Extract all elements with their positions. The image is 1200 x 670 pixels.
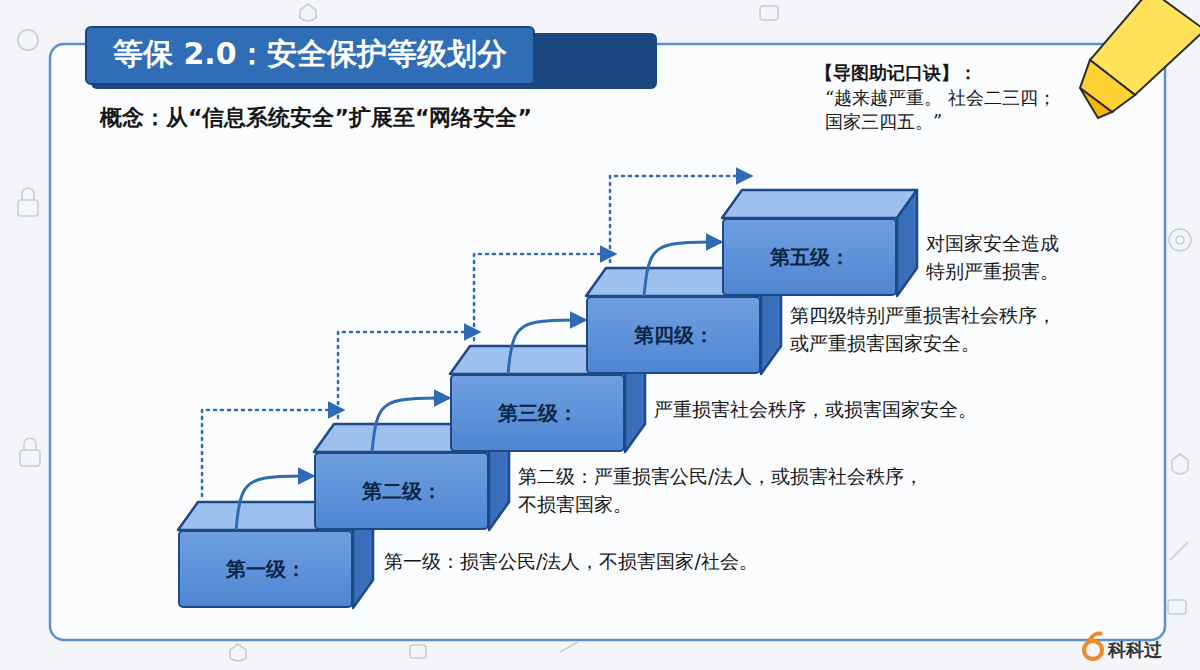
step-label: 第四级： <box>634 322 714 349</box>
step-block: 第五级： <box>722 218 897 296</box>
step-arrow <box>508 320 584 374</box>
highlighter <box>1080 0 1200 118</box>
step-block: 第四级： <box>586 296 761 374</box>
mnemonic-heading: 【导图助记口诀】： <box>815 60 977 86</box>
level-description: 严重损害社会秩序，或损害国家安全。 <box>654 396 977 424</box>
level-description: 第二级：严重损害公民/法人，或损害社会秩序，不损害国家。 <box>518 463 928 518</box>
title-banner: 等保 2.0：安全保护等级划分 <box>85 26 535 85</box>
step-side-face <box>897 190 917 296</box>
step-label: 第一级： <box>226 556 306 583</box>
frame <box>50 44 1165 640</box>
step-arrow <box>644 242 720 296</box>
step-arrow <box>236 476 312 530</box>
watermark: 科科过 <box>1108 637 1162 663</box>
step-label: 第三级： <box>498 400 578 427</box>
step-label: 第二级： <box>362 478 442 505</box>
concept-note: 概念：从“信息系统安全”扩展至“网络安全” <box>100 102 532 134</box>
step-block: 第三级： <box>450 374 625 452</box>
logo-mark <box>1084 634 1102 659</box>
step-block: 第二级： <box>314 452 489 530</box>
decor-icons <box>18 4 1191 661</box>
step-arrow <box>372 398 448 452</box>
level-description: 第四级特别严重损害社会秩序，或严重损害国家安全。 <box>790 302 1072 357</box>
step-top-face <box>722 190 917 218</box>
step-block: 第一级： <box>178 530 353 608</box>
level-description: 第一级：损害公民/法人，不损害国家/社会。 <box>384 548 758 576</box>
mnemonic-text: “越来越严重。 社会二三四；国家三四五。” <box>825 86 1087 135</box>
level-description: 对国家安全造成特别严重损害。 <box>926 230 1068 285</box>
step-label: 第五级： <box>770 244 850 271</box>
